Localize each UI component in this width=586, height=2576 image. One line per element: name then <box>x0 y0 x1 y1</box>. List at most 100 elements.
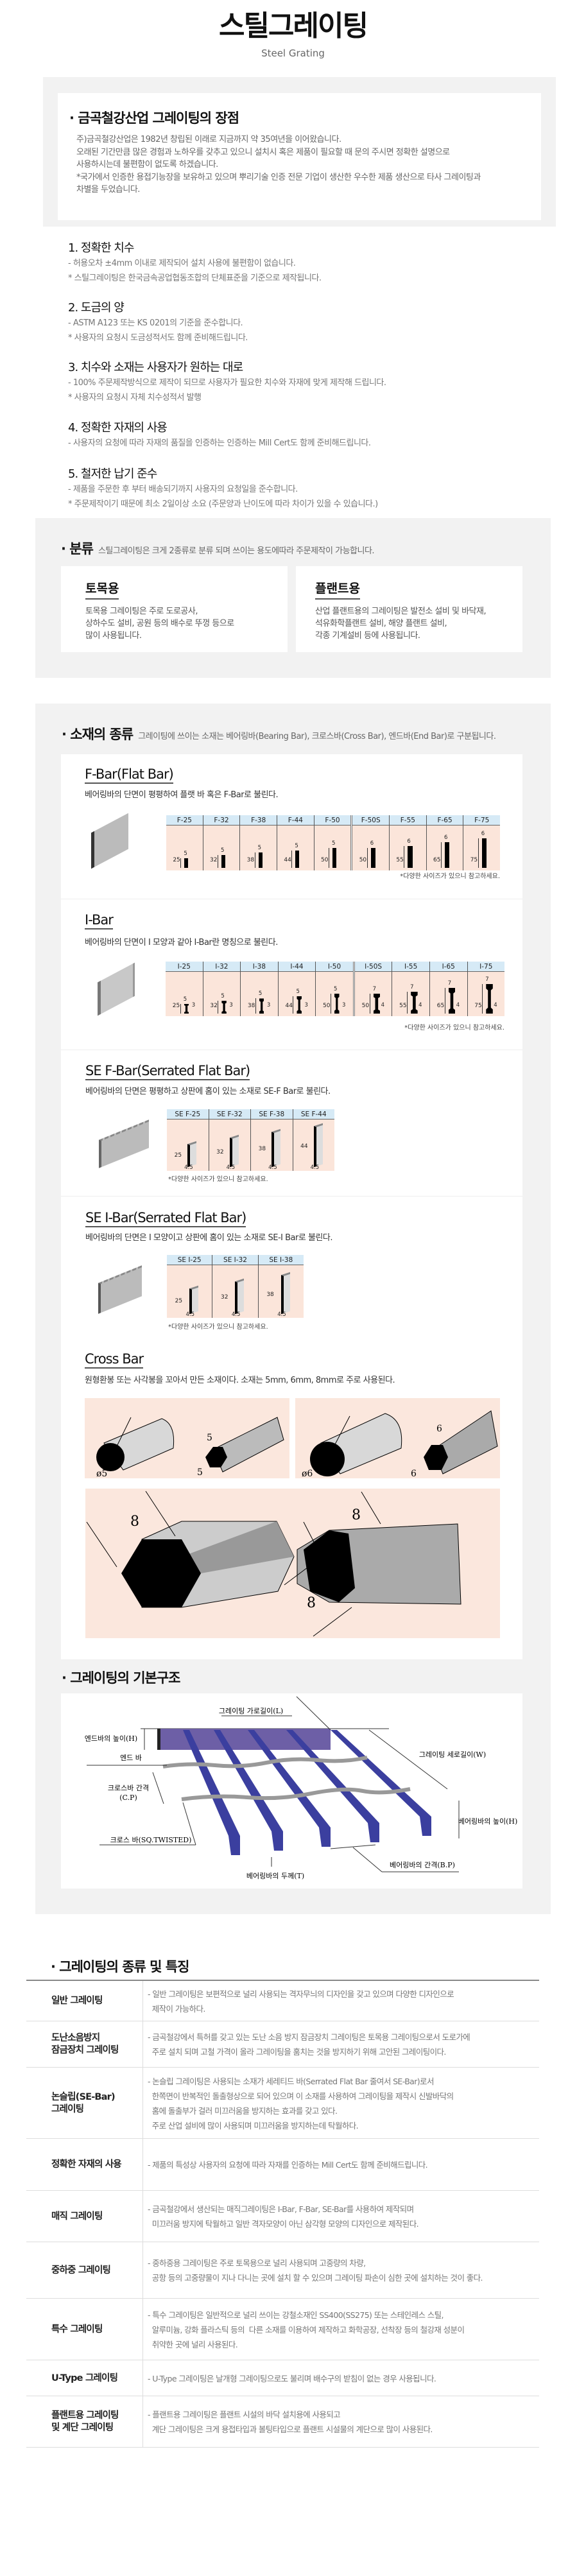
column-divider <box>142 2396 143 2447</box>
card-civil-title: 토목용 <box>85 580 119 600</box>
label-cross-bar: 크로스 바(SQ.TWISTED) <box>110 1836 192 1844</box>
flat-bar-shape <box>184 858 189 868</box>
size-label: F-50 <box>314 815 351 826</box>
row-label-line: U-Type 그레이팅 <box>51 2373 118 2383</box>
height-value: 75 <box>474 1003 482 1009</box>
card-line: 각종 기계설비 등에 사용됩니다. <box>315 631 420 641</box>
size-label: I-25 <box>166 962 203 972</box>
row-description: - 제품의 특성상 사용자의 요청에 따라 자재를 인증하는 Mill Cert… <box>148 2157 428 2172</box>
size-label: F-38 <box>240 815 277 826</box>
intro-heading: · 금곡철강산업 그레이팅의 장점 <box>69 110 239 126</box>
size-label: SE I-32 <box>212 1255 258 1265</box>
height-value: 38 <box>266 1291 274 1298</box>
i-bar-shape <box>373 994 381 1014</box>
label-length: 그레이팅 가로길이(L) <box>219 1707 283 1715</box>
height-value: 50 <box>361 1003 370 1009</box>
row-description: - 논슬립 그레이팅은 사용되는 소재가 세레티드 바(Serrated Fla… <box>148 2074 454 2133</box>
serrated-bar-shape <box>271 1128 281 1168</box>
bearing-bar <box>286 1730 379 1842</box>
column-divider <box>142 2360 143 2396</box>
row-label-line: 중하중 그레이팅 <box>51 2265 111 2276</box>
row-description: - 중하중용 그레이팅은 주로 토목용으로 널리 사용되며 고중량의 차량, 공… <box>148 2256 483 2285</box>
thickness-value: 7 <box>447 980 452 987</box>
grating-structure-diagram: 그레이팅 가로길이(L) 엔드바의 높이(H) 엔드 바 크로스바 간격 (C.… <box>85 1696 517 1880</box>
row-description-line: 알루미늄, 강화 플라스틱 등의 다른 소재를 이용하여 제작하고 화학공장, … <box>148 2324 465 2335</box>
size-label: F-50S <box>352 815 390 826</box>
label-bearing-pitch: 베어링바의 간격(B.P) <box>390 1861 455 1869</box>
web-value: 4 <box>381 1002 385 1008</box>
seibar-note: *다양한 사이즈가 있으니 참고하세요. <box>168 1324 268 1331</box>
row-label: U-Type 그레이팅 <box>51 2373 118 2385</box>
classification-title: · 분류 <box>61 541 94 557</box>
bearing-bar <box>331 1730 431 1836</box>
i-bar-shape <box>486 983 493 1014</box>
height-value: 38 <box>247 1003 255 1009</box>
thickness-value: 4.5 <box>226 1164 236 1171</box>
thickness-value: 5 <box>296 988 300 995</box>
height-value: 32 <box>210 1003 218 1009</box>
row-description-line: - 금곡철강에서 특허를 갖고 있는 도난 소음 방지 잠금장치 그레이팅은 토… <box>148 2032 470 2042</box>
column-divider <box>142 2242 143 2298</box>
web-value: 4 <box>456 1002 460 1008</box>
size-label: F-25 <box>166 815 203 826</box>
size-label: I-38 <box>241 962 278 972</box>
card-plant: 플랜트용 산업 플랜트용의 그레이팅은 발전소 설비 및 바닥재, 석유화학플랜… <box>296 566 522 652</box>
i-bar-shape <box>259 998 264 1014</box>
crossbar-5mm-figure: ø5 5 5 <box>85 1398 289 1478</box>
web-value: 3 <box>266 1002 271 1008</box>
thickness-value: 7 <box>372 986 377 992</box>
size-label: SE I-38 <box>258 1255 304 1265</box>
ibar-desc: 베어링바의 단면이 I 모양과 같아 I-Bar란 명칭으로 불린다. <box>85 938 278 947</box>
intro-line: 차별을 두었습니다. <box>76 185 140 194</box>
row-label: 일반 그레이팅 <box>51 1995 103 2007</box>
ibar-note: *다양한 사이즈가 있으니 참고하세요. <box>404 1024 504 1032</box>
row-description-line: - 논슬립 그레이팅은 사용되는 소재가 세레티드 바(Serrated Fla… <box>148 2076 434 2086</box>
classification-desc: 스틸그레이팅은 크게 2종류로 분류 되며 쓰이는 용도에따라 주문제작이 가능… <box>98 546 375 556</box>
sefbar-title: SE F-Bar(Serrated Flat Bar) <box>85 1062 250 1080</box>
height-value: 32 <box>210 857 218 863</box>
size-label: F-55 <box>390 815 426 826</box>
size-label: F-75 <box>463 815 501 826</box>
advantage-item: 1. 정확한 치수- 허용오차 ±4mm 이내로 제작되어 설치 사용에 불편함… <box>68 241 322 286</box>
round6-label: ø6 <box>302 1469 313 1478</box>
web-value: 3 <box>342 1002 346 1008</box>
sq6-label-b: 6 <box>411 1469 417 1478</box>
i-bar-shape <box>411 991 418 1014</box>
row-label: 정확한 자재의 사용 <box>51 2159 122 2171</box>
label-end-bar: 엔드 바 <box>120 1754 142 1762</box>
flat-bar-shape <box>481 838 487 868</box>
thickness-value: 5 <box>295 842 298 849</box>
advantage-line: - ASTM A123 또는 KS 0201의 기준을 준수합니다. <box>68 318 243 328</box>
i-bar-shape <box>184 1003 189 1014</box>
row-description: - 플랜트용 그레이팅은 플랜트 시설의 바닥 설치용에 사용되고 계단 그레이… <box>148 2407 433 2437</box>
row-description-line: 주로 산업 설비에 많이 사용되며 미끄러움을 방지하는데 탁월하다. <box>148 2120 359 2131</box>
thickness-value: 6 <box>407 838 411 845</box>
advantage-item: 4. 정확한 자재의 사용- 사용자의 요청에 따라 자재의 품질을 인증하는 … <box>68 420 371 451</box>
advantage-item: 3. 치수와 소재는 사용자가 원하는 대로- 100% 주문제작방식으로 제작… <box>68 360 386 405</box>
advantage-item: 2. 도금의 양- ASTM A123 또는 KS 0201의 기준을 준수합니… <box>68 300 248 345</box>
row-label-line: 그레이팅 <box>51 2104 84 2114</box>
size-label: F-32 <box>203 815 240 826</box>
web-value: 3 <box>304 1002 308 1008</box>
sq8-label-b: 8 <box>307 1595 316 1611</box>
column-divider <box>142 2191 143 2242</box>
thickness-value: 5 <box>221 847 225 854</box>
row-description: - U-Type 그레이팅은 날개형 그레이팅으로도 불리며 배수구의 받침이 … <box>148 2371 436 2386</box>
thickness-value: 4.5 <box>310 1164 320 1171</box>
height-value: 25 <box>172 1003 180 1009</box>
